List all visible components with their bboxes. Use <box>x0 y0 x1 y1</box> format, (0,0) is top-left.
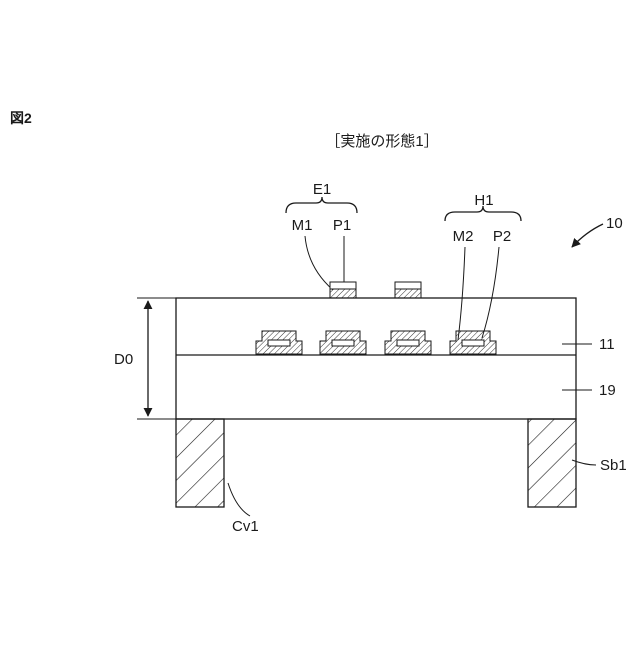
support-Sb1 <box>528 419 576 507</box>
brace-H1 <box>445 206 521 221</box>
leader-M2 <box>458 247 465 340</box>
label-M1: M1 <box>292 217 313 234</box>
label-E1: E1 <box>313 181 331 198</box>
embedded-pad-H1 <box>450 331 496 354</box>
leader-M1 <box>305 236 333 290</box>
label-D0: D0 <box>114 351 133 368</box>
embedded-pad-2 <box>320 331 366 354</box>
label-P1: P1 <box>333 217 351 234</box>
leader-P2 <box>482 247 499 338</box>
brace-E1 <box>286 197 357 213</box>
substrate-body <box>176 298 576 419</box>
label-Sb1: Sb1 <box>600 457 627 474</box>
label-H1: H1 <box>474 192 493 209</box>
embodiment-title: ［実施の形態1］ <box>325 133 438 150</box>
support-left <box>176 419 224 507</box>
ref-11-label: 11 <box>599 336 615 353</box>
leader-Cv1 <box>228 483 250 516</box>
label-Cv1: Cv1 <box>232 518 259 535</box>
embedded-pad-1 <box>256 331 302 354</box>
ref-19-label: 19 <box>599 382 616 399</box>
ref-10-arrow <box>572 224 603 247</box>
ref-10-label: 10 <box>606 215 623 232</box>
figure-number: 図2 <box>10 110 32 126</box>
electrode-top-2 <box>395 282 421 298</box>
embedded-pad-3 <box>385 331 431 354</box>
electrode-E1 <box>330 282 356 298</box>
label-M2: M2 <box>453 228 474 245</box>
label-P2: P2 <box>493 228 511 245</box>
